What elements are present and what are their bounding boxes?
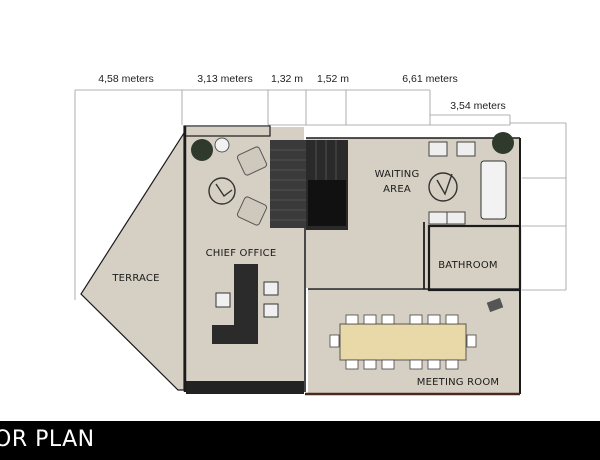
meeting-table <box>329 297 504 370</box>
office-bottom-cabinet <box>186 381 304 394</box>
floor-plan: 4,58 meters 3,13 meters 1,32 m 1,52 m 6,… <box>74 73 567 396</box>
footer-title: OR PLAN <box>0 427 95 452</box>
room-label-terrace: TERRACE <box>111 273 159 284</box>
room-label-meeting-room: MEETING ROOM <box>417 377 499 388</box>
dimension-label: 4,58 meters <box>98 73 153 85</box>
terrace-floor <box>80 130 185 391</box>
dimension-label: 3,13 meters <box>197 73 252 85</box>
walls <box>183 125 522 396</box>
dimension-label: 1,52 m <box>317 73 349 85</box>
room-label-waiting-line2: AREA <box>383 184 411 195</box>
bathroom-floor <box>431 228 517 288</box>
dimension-label: 3,54 meters <box>450 100 505 112</box>
room-label-waiting-line1: WAITING <box>375 169 420 180</box>
room-label-bathroom: BATHROOM <box>438 260 497 271</box>
waiting-furniture <box>428 141 507 225</box>
lounge-set <box>208 146 268 226</box>
footer-bar: OR PLAN <box>0 421 600 460</box>
room-label-chief-office: CHIEF OFFICE <box>206 248 277 259</box>
dimension-grid <box>74 89 567 300</box>
staircase <box>270 140 348 230</box>
chief-desk <box>212 264 279 344</box>
lamp-icon <box>214 137 230 153</box>
dimension-label: 1,32 m <box>271 73 303 85</box>
dimension-label: 6,61 meters <box>402 73 457 85</box>
plant-icon <box>492 132 514 154</box>
plant-icon <box>191 139 213 161</box>
